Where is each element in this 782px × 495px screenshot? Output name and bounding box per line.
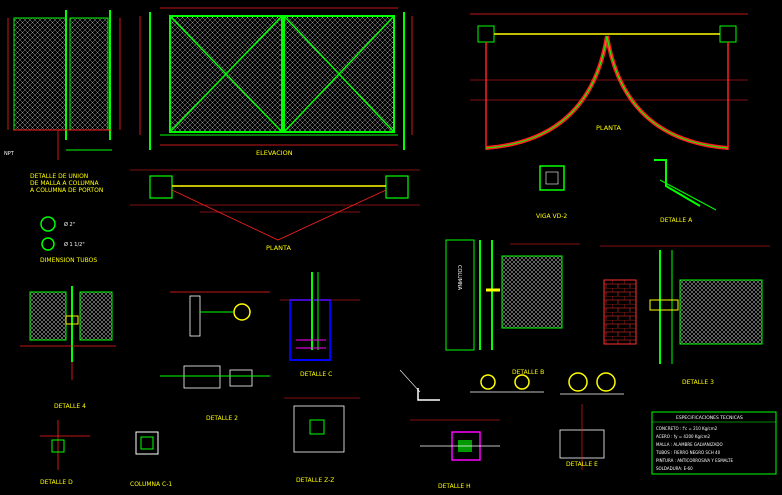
detail-union-view: NPT DETALLE DE UNION DE MALLA A COLUMNA … [4, 10, 121, 194]
detail-3-view: DETALLE 3 [600, 245, 770, 386]
detail-e-view: DETALLE E [559, 372, 624, 470]
svg-text:NPT: NPT [4, 151, 15, 157]
title-elevacion: ELEVACION [256, 149, 293, 157]
spec-row: TUBOS : FIERRO NEGRO SCH 40 [655, 450, 721, 455]
title-detalle-union-2: DE MALLA A COLUMNA [30, 180, 99, 187]
title-detalle-2: DETALLE 2 [206, 415, 238, 422]
title-viga: VIGA VD-2 [536, 213, 567, 220]
spec-row: MALLA : ALAMBRE GALVANIZADO [656, 442, 723, 447]
detail-4-view: DETALLE 4 [20, 286, 116, 410]
title-detalle-h: DETALLE H [438, 483, 471, 490]
columna-label: COLUMNA [456, 265, 462, 291]
tube-1-label: Ø 1 1/2" [64, 241, 85, 248]
detail-2-view: DETALLE 2 [160, 291, 270, 422]
title-planta-top: PLANTA [596, 124, 621, 132]
detail-z-view: DETALLE Z-Z [284, 397, 360, 484]
plan-gate-view: PLANTA [130, 169, 420, 252]
specs-title: ESPECIFICACIONES TECNICAS [676, 415, 743, 421]
specifications-table: ESPECIFICACIONES TECNICAS CONCRETO : f'c… [651, 411, 777, 475]
title-columna: COLUMNA C-1 [130, 481, 172, 488]
detail-b-view: COLUMNA DETALLE B [445, 239, 580, 376]
column-section: COLUMNA C-1 [130, 431, 172, 488]
spec-row: CONCRETO : f'c = 210 Kg/cm2 [656, 426, 718, 431]
spec-row: PINTURA : ANTICORROSIVA Y ESMALTE [656, 458, 733, 463]
detail-c-view: DETALLE C [280, 272, 360, 378]
spec-row: ACERO : fy = 4200 Kg/cm2 [656, 434, 710, 439]
title-detalle-3: DETALLE 3 [682, 379, 714, 386]
title-planta-gate: PLANTA [266, 244, 291, 252]
title-detalle-d: DETALLE D [40, 479, 73, 486]
tube-dimensions: Ø 2" Ø 1 1/2" DIMENSION TUBOS [40, 216, 97, 264]
plan-arch-view: PLANTA [470, 13, 748, 150]
detail-h-view: DETALLE H [410, 419, 500, 490]
title-detalle-c: DETALLE C [300, 371, 332, 378]
title-dimension-tubos: DIMENSION TUBOS [40, 257, 97, 264]
beam-section: VIGA VD-2 [536, 165, 567, 220]
detail-d-view [399, 369, 544, 401]
title-detalle-z: DETALLE Z-Z [296, 477, 334, 484]
title-detalle-union-1: DETALLE DE UNION [30, 173, 88, 180]
elevation-view: ELEVACION [139, 7, 413, 157]
detail-a-view: DETALLE A [654, 159, 717, 224]
tube-2-label: Ø 2" [64, 221, 75, 228]
title-detalle-a: DETALLE A [660, 217, 693, 224]
title-detalle-union-3: A COLUMNA DE PORTON [30, 187, 103, 194]
small-detail-view: DETALLE D [40, 420, 90, 486]
title-detalle-e: DETALLE E [566, 461, 598, 468]
title-detalle-b: DETALLE B [512, 369, 544, 376]
title-detalle-4: DETALLE 4 [54, 403, 86, 410]
spec-row: SOLDADURA: E-60 [656, 466, 693, 471]
